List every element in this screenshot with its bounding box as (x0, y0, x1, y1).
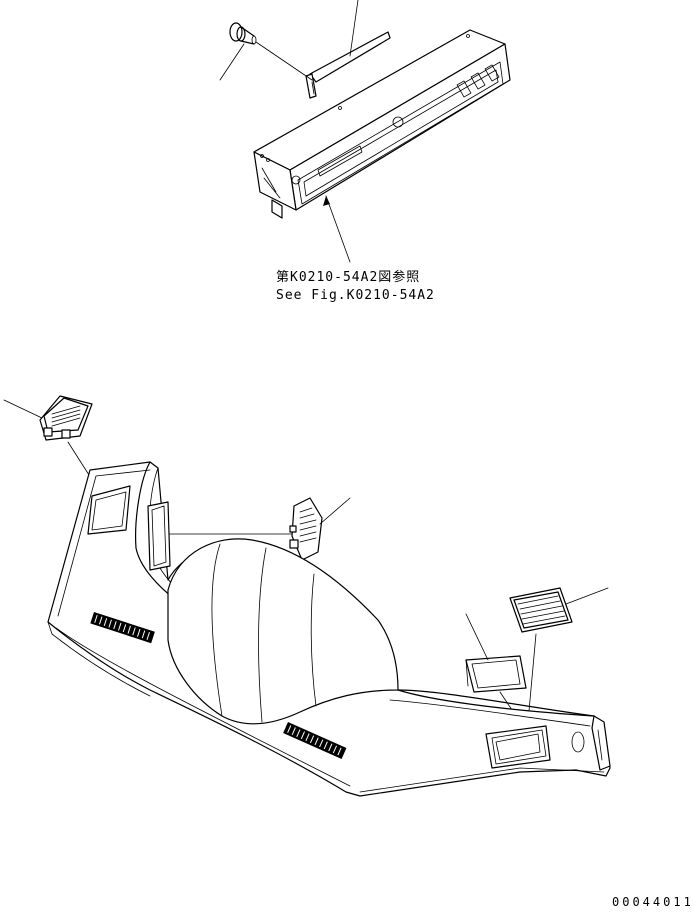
decal-left (90, 612, 155, 644)
bolt (229, 22, 257, 45)
reference-note-japanese: 第K0210-54A2図参照 (276, 269, 420, 285)
bracket-plate (305, 31, 391, 99)
switch-panel-assembly: 第K0210-54A2図参照 See Fig.K0210-54A2 (219, 0, 511, 303)
grille-frame (465, 655, 527, 693)
vent-louver-left (39, 395, 93, 441)
drawing-code: 00044011 (612, 895, 694, 909)
console-assembly (3, 395, 611, 797)
reference-arrow (323, 195, 351, 263)
leader-vent-right-to-console (527, 633, 537, 723)
leader-vent-left (3, 399, 43, 419)
leader-grille (465, 613, 489, 661)
leader-vent-center (319, 497, 351, 525)
leader-bolt (219, 43, 245, 81)
vent-louver-right (509, 587, 573, 633)
leader-bolt-plate (255, 41, 313, 81)
leader-vent-right (565, 587, 609, 605)
console-body (47, 461, 611, 797)
reference-note-english: See Fig.K0210-54A2 (276, 288, 435, 303)
switch-panel (253, 29, 511, 219)
leader-bracket (349, 0, 359, 57)
decal-right (283, 722, 347, 759)
vent-louver-center (289, 497, 323, 561)
